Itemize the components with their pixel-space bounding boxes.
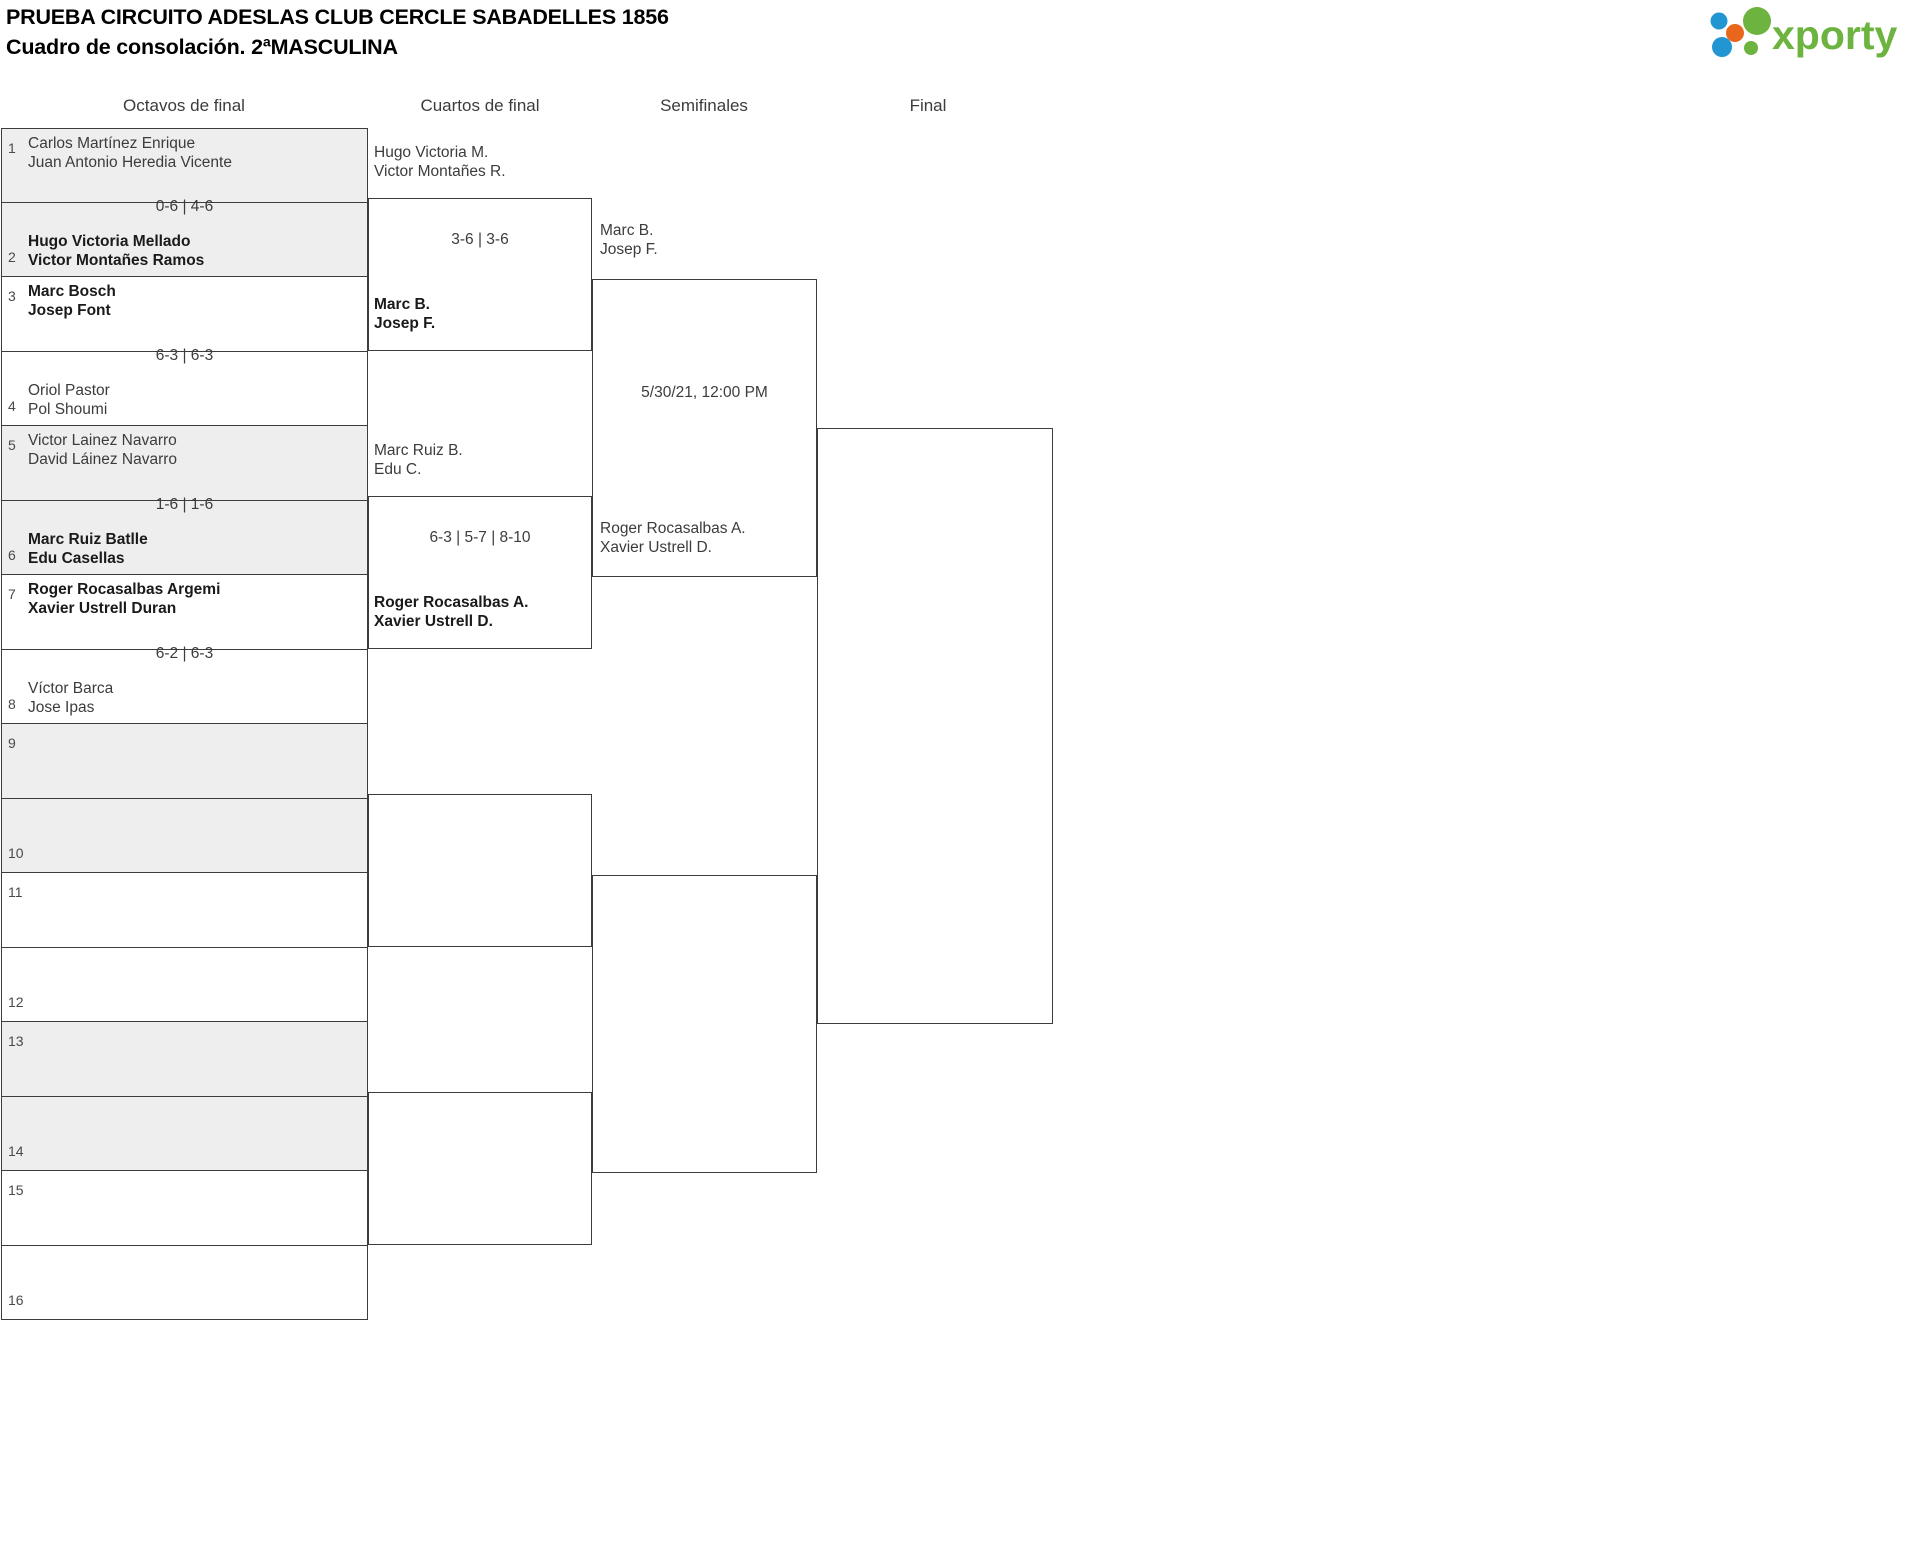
bracket-slot-11[interactable]: 11 (1, 873, 368, 948)
match-score: 0-6 | 4-6 (155, 198, 214, 215)
seed-number: 6 (8, 547, 16, 563)
advancing-team-sf1-top: Marc B.Josep F. (600, 222, 658, 258)
seed-number: 7 (8, 586, 16, 602)
bracket-subtitle: Cuadro de consolación. 2ªMASCULINA (6, 35, 398, 59)
logo-dot-green-small (1744, 41, 1758, 55)
logo-dot-blue-top (1710, 12, 1728, 30)
seed-number: 15 (8, 1182, 24, 1198)
seed-number: 13 (8, 1033, 24, 1049)
logo-dot-green-large (1743, 7, 1771, 35)
seed-number: 2 (8, 249, 16, 265)
match-score: 6-3 | 6-3 (155, 347, 214, 364)
bracket-slot-14[interactable]: 14 (1, 1096, 368, 1171)
match-score: 1-6 | 1-6 (155, 496, 214, 513)
bracket-slot-16[interactable]: 16 (1, 1245, 368, 1320)
advancing-team-qf1-bottom: Marc B.Josep F. (374, 296, 436, 332)
logo-dot-blue-bottom (1712, 37, 1732, 57)
match-score: 6-2 | 6-3 (155, 645, 214, 662)
match-box-qf1[interactable] (368, 198, 592, 351)
logo-dot-orange (1726, 24, 1744, 42)
advancing-team-qf2-top: Marc Ruiz B.Edu C. (374, 442, 463, 478)
advancing-team-qf1-top: Hugo Victoria M.Victor Montañes R. (374, 144, 506, 180)
bracket-slot-12[interactable]: 12 (1, 947, 368, 1022)
xporty-logo-svg: xporty (1710, 7, 1898, 58)
bracket-slot-9[interactable]: 9 (1, 724, 368, 799)
seed-number: 14 (8, 1143, 24, 1159)
tournament-name: PRUEBA CIRCUITO ADESLAS CLUB CERCLE SABA… (6, 5, 669, 29)
seed-number: 9 (8, 735, 16, 751)
match-box-sf1[interactable] (592, 279, 817, 577)
match-score-sf1: 5/30/21, 12:00 PM (641, 384, 768, 401)
xporty-logo: xporty (1702, 4, 1902, 60)
match-box-qf4[interactable] (368, 1092, 592, 1245)
logo-wordmark: xporty (1772, 12, 1898, 58)
round-header-semifinales: Semifinales (660, 96, 748, 115)
seed-number: 10 (8, 845, 24, 861)
seed-number: 16 (8, 1292, 24, 1308)
seed-number: 4 (8, 398, 16, 414)
bracket-slot-13[interactable]: 13 (1, 1022, 368, 1097)
round-header-octavos: Octavos de final (123, 96, 245, 115)
seed-number: 1 (8, 140, 16, 156)
bracket-slot-10[interactable]: 10 (1, 798, 368, 873)
match-box-qf2[interactable] (368, 496, 592, 649)
match-box-sf2[interactable] (592, 875, 817, 1173)
bracket-slot-15[interactable]: 15 (1, 1171, 368, 1246)
page-title: PRUEBA CIRCUITO ADESLAS CLUB CERCLE SABA… (6, 2, 1106, 62)
match-box-final[interactable] (817, 428, 1053, 1024)
advancing-team-qf2-bottom: Roger Rocasalbas A.Xavier Ustrell D. (374, 594, 529, 630)
round-header-cuartos: Cuartos de final (420, 96, 540, 115)
seed-number: 3 (8, 288, 16, 304)
match-box-qf3[interactable] (368, 794, 592, 947)
round-header-final: Final (909, 96, 947, 115)
match-score-qf1: 3-6 | 3-6 (451, 231, 509, 248)
seed-number: 8 (8, 696, 16, 712)
match-score-qf2: 6-3 | 5-7 | 8-10 (429, 529, 531, 546)
seed-number: 5 (8, 437, 16, 453)
advancing-team-sf1-bottom: Roger Rocasalbas A.Xavier Ustrell D. (600, 520, 746, 556)
seed-number: 12 (8, 994, 24, 1010)
seed-number: 11 (8, 884, 23, 900)
